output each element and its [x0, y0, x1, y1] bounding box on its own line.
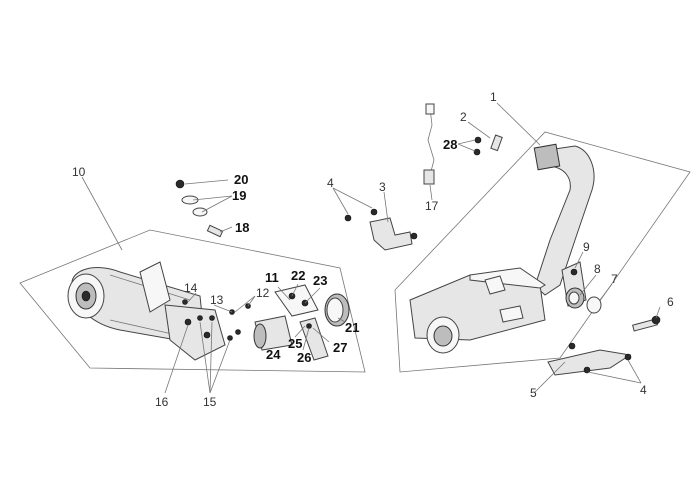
leader-lines	[81, 102, 661, 394]
callout-20: 20	[234, 172, 248, 187]
callout-12: 12	[256, 286, 270, 300]
callout-10: 10	[72, 165, 86, 179]
callout-24: 24	[266, 347, 281, 362]
callouts: 1 2 3 4 4 5 6 7 8 9 10 11 12 13 14 15 16…	[72, 90, 674, 409]
exhaust-gasket-11	[274, 284, 319, 317]
muffler-shield-bracket	[139, 261, 171, 313]
o2-sensor-plug	[425, 103, 435, 115]
header-pipe	[534, 145, 595, 296]
callout-3: 3	[379, 180, 386, 194]
callout-4-bottom: 4	[640, 383, 647, 397]
callout-11: 11	[265, 270, 279, 285]
callout-4-top: 4	[327, 176, 334, 190]
nut-4a	[344, 214, 352, 222]
callout-16: 16	[155, 395, 169, 409]
bolt-14	[182, 299, 188, 305]
callout-8: 8	[594, 262, 601, 276]
callout-14: 14	[184, 281, 198, 295]
nut-4b	[624, 353, 632, 361]
callout-1: 1	[490, 90, 497, 104]
callout-21: 21	[345, 320, 359, 335]
nut-28b	[473, 148, 481, 156]
callout-17: 17	[425, 199, 439, 213]
washer-19a	[181, 195, 199, 205]
muffler-mount-bracket	[164, 304, 226, 361]
callout-28: 28	[443, 137, 457, 152]
callout-9: 9	[583, 240, 590, 254]
right-group-outline	[394, 131, 691, 373]
callout-19: 19	[232, 188, 246, 203]
callout-18: 18	[235, 220, 249, 235]
o2-sensor-17	[423, 169, 435, 185]
o2-sensor-wire	[427, 107, 435, 176]
callout-23: 23	[313, 273, 327, 288]
muffler-body-right	[409, 267, 546, 354]
callout-5: 5	[530, 386, 537, 400]
callout-6: 6	[667, 295, 674, 309]
nut-28a	[474, 136, 482, 144]
callout-15: 15	[203, 395, 217, 409]
washer-19b	[192, 207, 208, 217]
clamp-strap-26	[299, 317, 329, 361]
left-group-outline	[19, 229, 366, 373]
callout-2: 2	[460, 110, 467, 124]
header-flange	[533, 143, 561, 171]
stud-2	[490, 134, 503, 152]
callout-25: 25	[288, 336, 302, 351]
bolt-18	[206, 224, 224, 238]
nut-20	[175, 179, 185, 189]
callout-27: 27	[333, 340, 347, 355]
callout-26: 26	[297, 350, 311, 365]
callout-13: 13	[210, 293, 224, 307]
callout-22: 22	[291, 268, 305, 283]
bracket-3	[369, 217, 413, 251]
callout-7: 7	[611, 272, 618, 286]
washer-7	[586, 296, 602, 314]
